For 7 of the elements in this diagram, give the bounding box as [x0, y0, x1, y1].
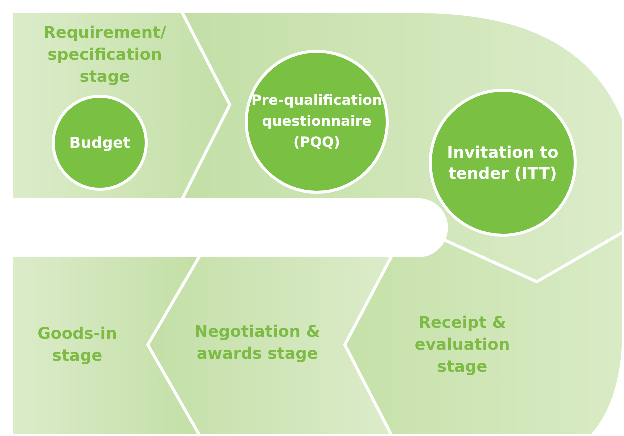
circle-label: Invitation to tender (ITT): [446, 142, 560, 184]
stage-label: Negotiation & awards stage: [194, 320, 322, 364]
stage-label: Receipt & evaluation stage: [414, 312, 512, 378]
circle-label: Pre-qualification questionnaire (PQQ): [250, 92, 384, 152]
circle-label: Budget: [70, 132, 130, 154]
stage-label: Goods-in stage: [36, 323, 118, 367]
stage-label: Requirement/ specification stage: [42, 22, 168, 88]
